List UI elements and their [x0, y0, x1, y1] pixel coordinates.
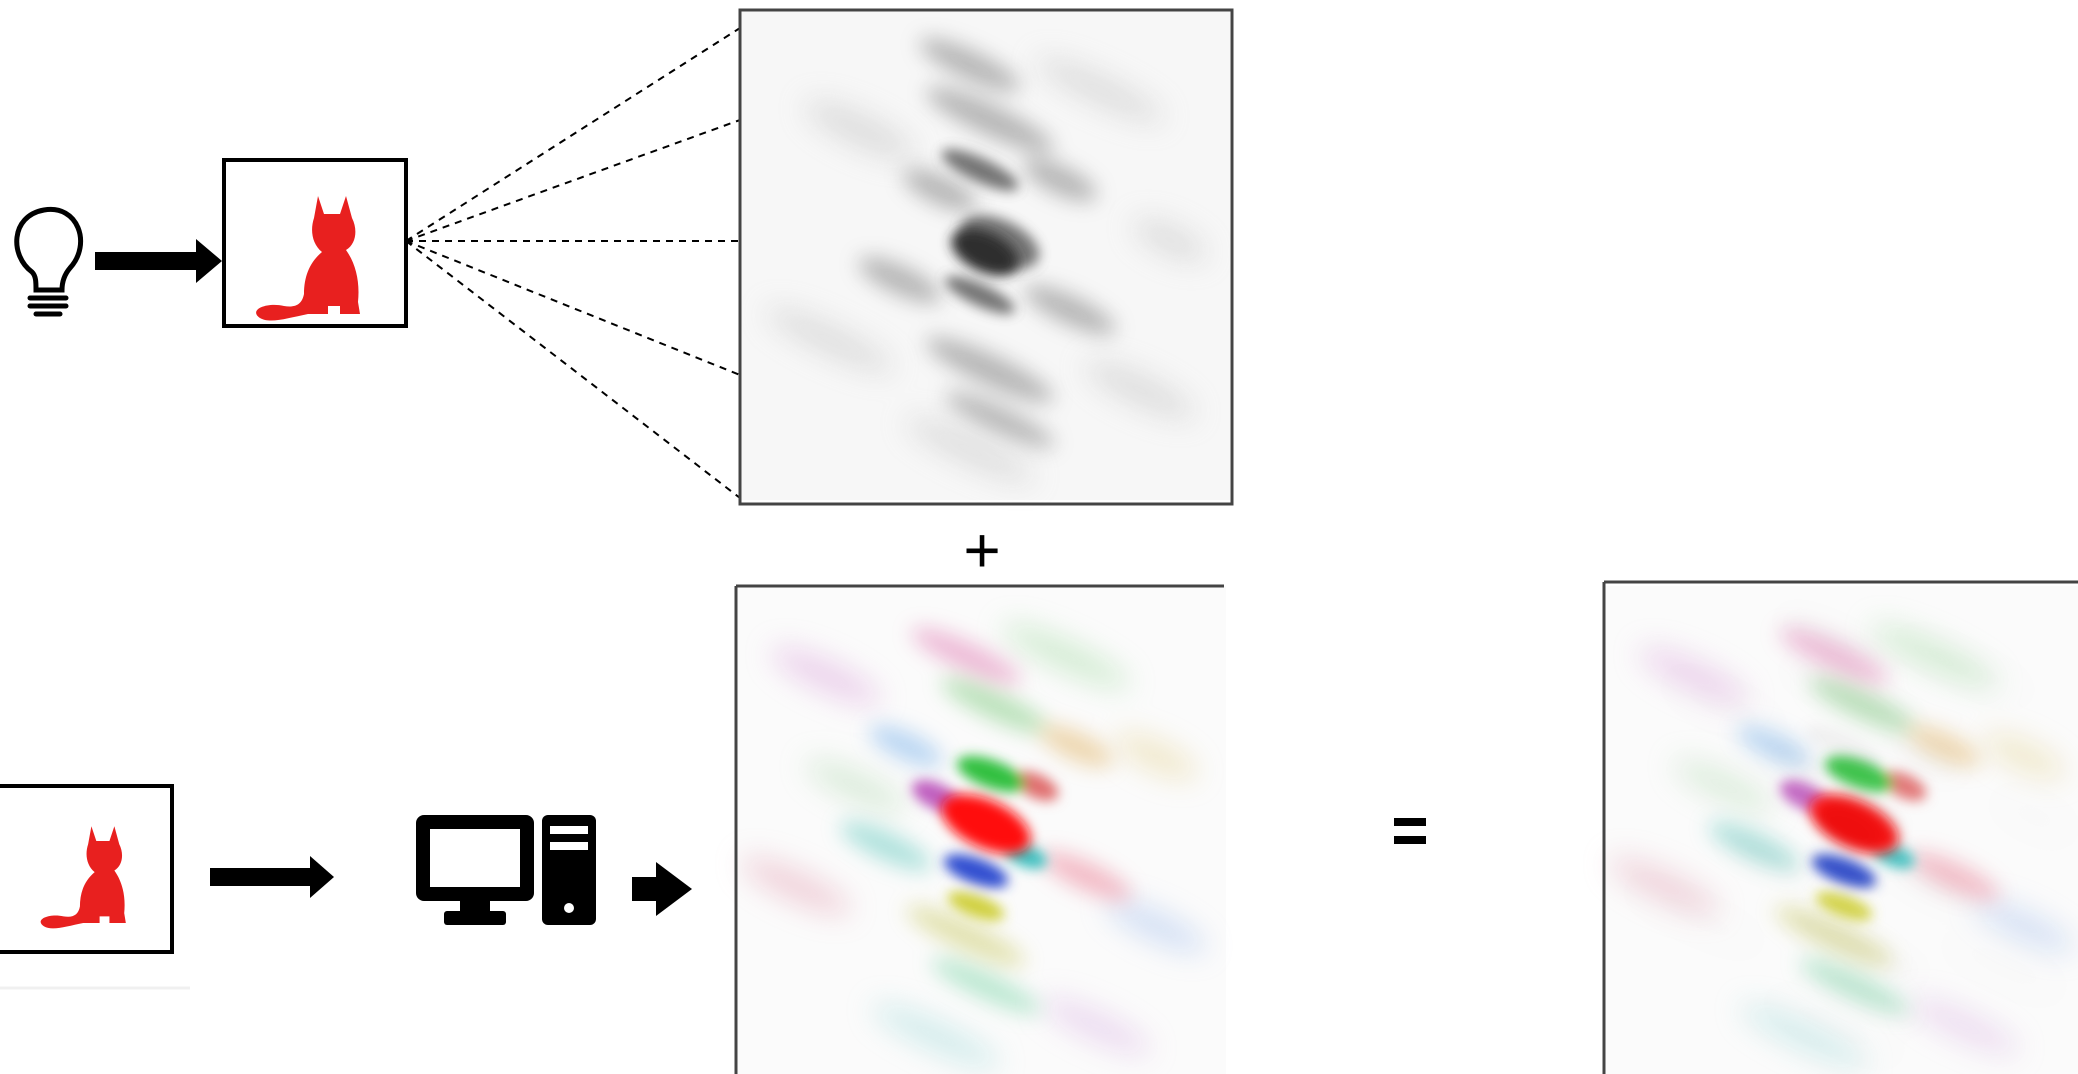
grayscale-hologram [738, 8, 1234, 506]
lightbulb-icon [14, 206, 83, 317]
plus-operator: + [963, 514, 1000, 586]
object-frame [0, 784, 174, 954]
right-arrow-icon [632, 862, 692, 916]
diffraction-rays [405, 27, 741, 499]
right-arrow-icon [95, 239, 222, 283]
color-hologram [734, 584, 1226, 1074]
desktop-computer-icon [416, 815, 596, 925]
right-arrow-icon [210, 856, 334, 898]
equals-operator-text: = [1392, 794, 1427, 861]
combined-hologram [1602, 580, 2078, 1074]
equals-operator [1394, 818, 1426, 844]
